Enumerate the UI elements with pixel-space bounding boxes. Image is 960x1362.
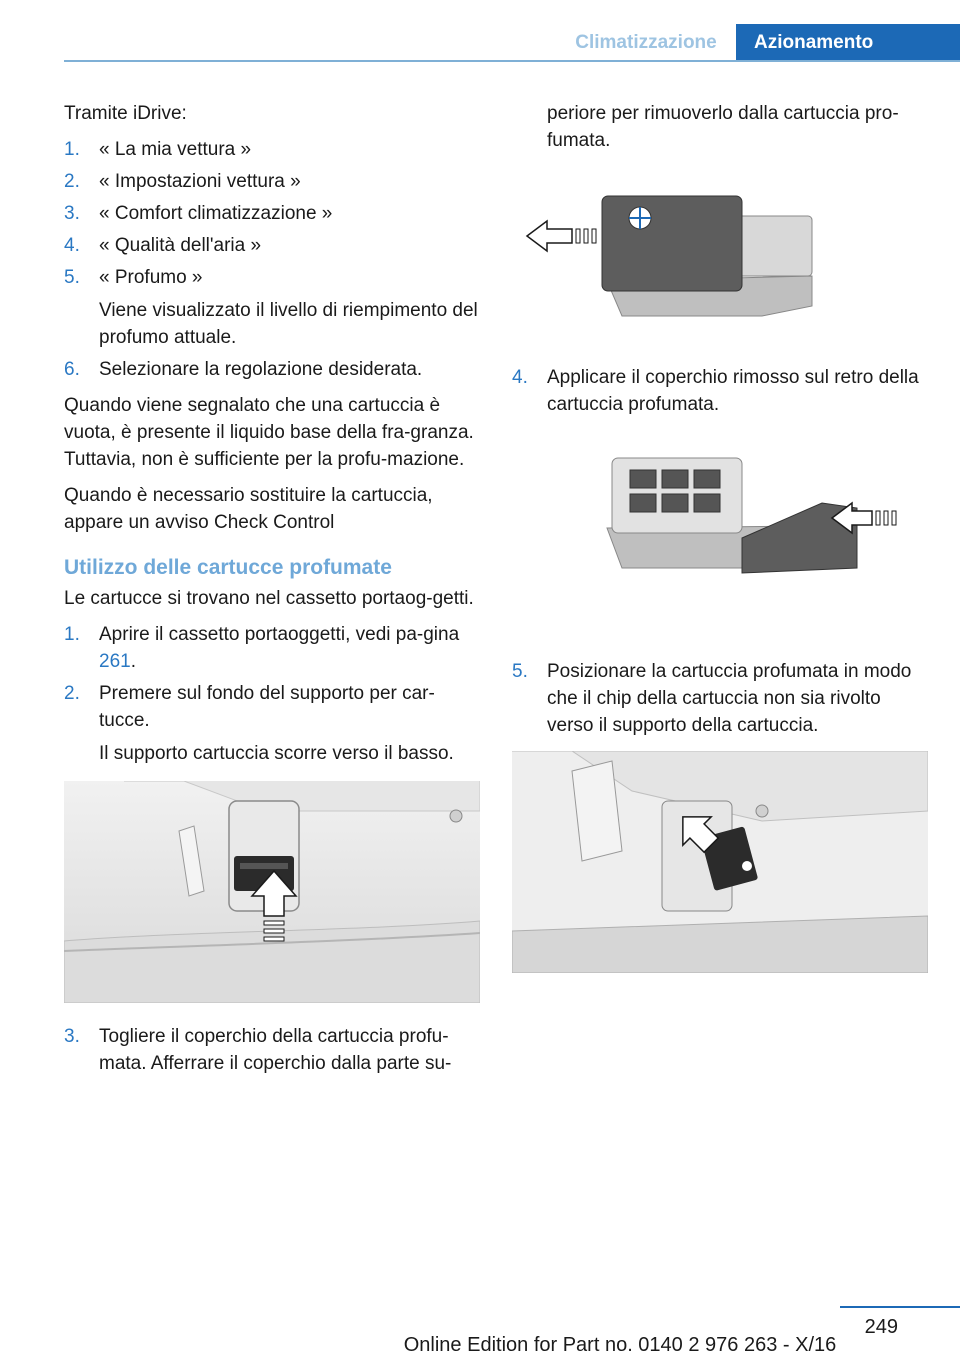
header-rule bbox=[64, 60, 960, 62]
step-number: 5. bbox=[64, 267, 80, 288]
list-item: 5. Posizionare la cartuccia profumata in … bbox=[512, 658, 932, 739]
edition-info: Online Edition for Part no. 0140 2 976 2… bbox=[403, 1334, 837, 1356]
step-number: 3. bbox=[64, 1026, 80, 1047]
right-column: periore per rimuoverlo dalla cartuccia p… bbox=[511, 100, 932, 991]
list-item: 2. « Impostazioni vettura » bbox=[64, 168, 482, 195]
step-text: « Qualità dell'aria » bbox=[99, 235, 262, 256]
list-item: 1. Aprire il cassetto portaoggetti, vedi … bbox=[64, 621, 482, 675]
step-number: 2. bbox=[64, 171, 80, 192]
paragraph-check-control: Quando è necessario sostituire la cartuc… bbox=[64, 485, 433, 533]
step-text: Premere sul fondo del supporto per car-t… bbox=[99, 683, 435, 731]
step-subtext: Viene visualizzato il livello di riempim… bbox=[99, 300, 478, 348]
step-text: Posizionare la cartuccia profumata in mo… bbox=[547, 661, 912, 736]
left-column: Tramite iDrive: 1. « La mia vettura » 2. «… bbox=[63, 100, 482, 1086]
list-item: 5. « Profumo » Viene visualizzato il livel… bbox=[64, 264, 482, 351]
list-item: 4. « Qualità dell'aria » bbox=[64, 232, 482, 259]
step-number: 2. bbox=[64, 683, 80, 704]
footer-rule bbox=[840, 1306, 960, 1308]
list-item: 3. Togliere il coperchio della cartuccia … bbox=[64, 1023, 482, 1077]
step-number: 3. bbox=[64, 203, 80, 224]
step-number: 6. bbox=[64, 359, 80, 380]
tab-climatizzazione[interactable]: Climatizzazione bbox=[575, 32, 717, 53]
paragraph-empty-cartridge: Quando viene segnalato che una cartuccia… bbox=[64, 395, 474, 470]
step-text: « Impostazioni vettura » bbox=[99, 171, 301, 192]
list-item: 6. Selezionare la regolazione desiderata. bbox=[64, 356, 482, 383]
glovebox-holder-illustration bbox=[63, 780, 481, 1004]
step-text: « La mia vettura » bbox=[99, 139, 252, 160]
step-text: « Comfort climatizzazione » bbox=[99, 203, 333, 224]
cover-applied-illustration bbox=[512, 448, 928, 628]
step-number: 4. bbox=[64, 235, 80, 256]
idrive-intro: Tramite iDrive: bbox=[64, 103, 187, 124]
tab-azionamento[interactable]: Azionamento bbox=[736, 24, 960, 61]
page-number: 249 bbox=[864, 1316, 898, 1338]
step-number: 1. bbox=[64, 139, 80, 160]
usage-steps-cont: 3. Togliere il coperchio della cartuccia … bbox=[64, 1023, 482, 1077]
step-subtext: Il supporto cartuccia scorre verso il ba… bbox=[99, 743, 454, 764]
step-text: Selezionare la regolazione desiderata. bbox=[99, 359, 423, 380]
idrive-steps: 1. « La mia vettura » 2. « Impostazioni ve… bbox=[64, 136, 482, 383]
step-text: Togliere il coperchio della cartuccia pr… bbox=[99, 1026, 452, 1074]
paragraph-location: Le cartucce si trovano nel cassetto port… bbox=[64, 588, 474, 609]
step-number: 4. bbox=[512, 367, 528, 388]
page-link[interactable]: 261 bbox=[99, 651, 131, 672]
step-text: Applicare il coperchio rimosso sul retro… bbox=[547, 367, 919, 415]
cartridge-insertion-illustration bbox=[511, 750, 929, 974]
step-text-end: . bbox=[130, 651, 136, 672]
step-text: « Profumo » bbox=[99, 267, 203, 288]
list-item: 2. Premere sul fondo del supporto per car… bbox=[64, 680, 482, 767]
step-number: 5. bbox=[512, 661, 528, 682]
list-item: 1. « La mia vettura » bbox=[64, 136, 482, 163]
section-heading: Utilizzo delle cartucce profumate bbox=[64, 556, 392, 579]
list-item: 4. Applicare il coperchio rimosso sul ret… bbox=[512, 364, 932, 418]
step-text: Aprire il cassetto portaoggetti, vedi pa… bbox=[99, 624, 460, 645]
list-item: 3. « Comfort climatizzazione » bbox=[64, 200, 482, 227]
cartridge-cover-removal-illustration bbox=[512, 166, 928, 346]
step-number: 1. bbox=[64, 624, 80, 645]
continuation-text: periore per rimuoverlo dalla cartuccia p… bbox=[547, 103, 899, 151]
usage-steps: 1. Aprire il cassetto portaoggetti, vedi … bbox=[64, 621, 482, 767]
usage-steps-right: 4. Applicare il coperchio rimosso sul ret… bbox=[512, 364, 932, 418]
usage-steps-right-2: 5. Posizionare la cartuccia profumata in … bbox=[512, 658, 932, 739]
